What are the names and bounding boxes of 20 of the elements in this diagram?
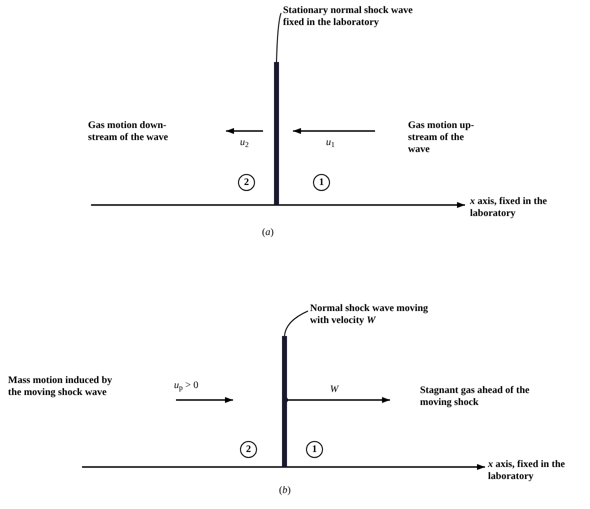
annotation-text: Gas motion up- stream of the wave xyxy=(408,120,476,156)
symbol-label: u$_{2}$ xyxy=(240,137,249,149)
annotation-text: Mass motion induced by the moving shock wave xyxy=(8,375,114,399)
region-number: 1 xyxy=(306,441,323,458)
leader-line xyxy=(284,310,308,336)
annotation-text: x axis, fixed in the laboratory xyxy=(488,459,566,483)
symbol-label: (a) xyxy=(262,227,274,239)
symbol-label: u$_{1}$ xyxy=(326,137,335,149)
region-number: 2 xyxy=(240,441,257,458)
callout-text: Normal shock wave moving with velocity W xyxy=(310,303,440,327)
symbol-label: (b) xyxy=(279,485,291,497)
symbol-label: u$_{p}$ > 0 xyxy=(174,380,198,392)
annotation-text: Gas motion down- stream of the wave xyxy=(88,120,170,144)
annotation-text: Stagnant gas ahead of the moving shock xyxy=(420,385,530,409)
region-number: 2 xyxy=(238,174,255,191)
callout-text: Stationary normal shock wave fixed in the laboratory xyxy=(283,5,413,29)
symbol-label: W xyxy=(330,384,338,396)
leader-line xyxy=(276,12,282,62)
annotation-text: x axis, fixed in the laboratory xyxy=(470,196,548,220)
region-number: 1 xyxy=(313,174,330,191)
